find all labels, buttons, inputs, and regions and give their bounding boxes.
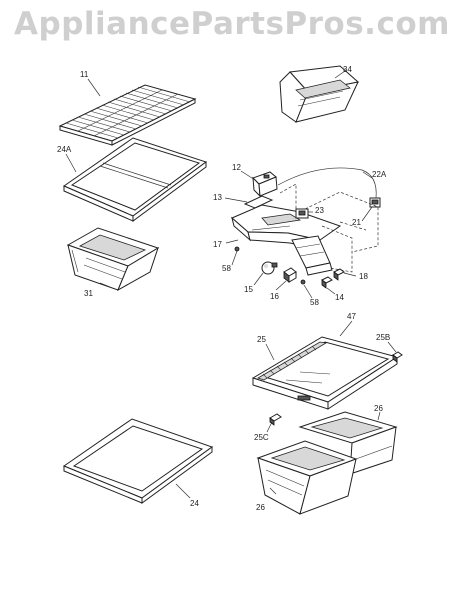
callout-13: 13 <box>213 193 222 202</box>
callout-22a: 22A <box>372 170 387 179</box>
callout-25: 25 <box>257 335 266 344</box>
callout-25c: 25C <box>254 433 269 442</box>
shelf-assembly-part <box>251 336 403 426</box>
callout-58-lower: 58 <box>310 298 319 307</box>
glass-shelf-24a-part <box>62 137 208 222</box>
deli-drawer-part <box>279 65 360 123</box>
callout-47: 47 <box>347 312 356 321</box>
callout-34: 34 <box>343 65 352 74</box>
callout-14: 14 <box>335 293 344 302</box>
wire-shelf-part <box>58 84 197 146</box>
callout-21: 21 <box>352 218 361 227</box>
callout-58-upper: 58 <box>222 264 231 273</box>
crisper-drawers-26-part <box>256 411 398 515</box>
glass-shelf-24-part <box>62 418 214 504</box>
callout-31: 31 <box>84 289 93 298</box>
site-watermark: AppliancePartsPros.com <box>14 6 450 42</box>
callout-26-upper: 26 <box>374 404 383 413</box>
callout-12: 12 <box>232 163 241 172</box>
crisper-drawer-part <box>66 227 160 292</box>
callout-16: 16 <box>270 292 279 301</box>
callout-23: 23 <box>315 206 324 215</box>
callout-15: 15 <box>244 285 253 294</box>
callout-17: 17 <box>213 240 222 249</box>
callout-18: 18 <box>359 272 368 281</box>
callout-25b: 25B <box>376 333 390 342</box>
callout-26-lower: 26 <box>256 503 265 512</box>
callout-11: 11 <box>80 70 89 79</box>
callout-24: 24 <box>190 499 199 508</box>
callout-24a: 24A <box>57 145 72 154</box>
control-housing-assembly <box>231 167 381 289</box>
